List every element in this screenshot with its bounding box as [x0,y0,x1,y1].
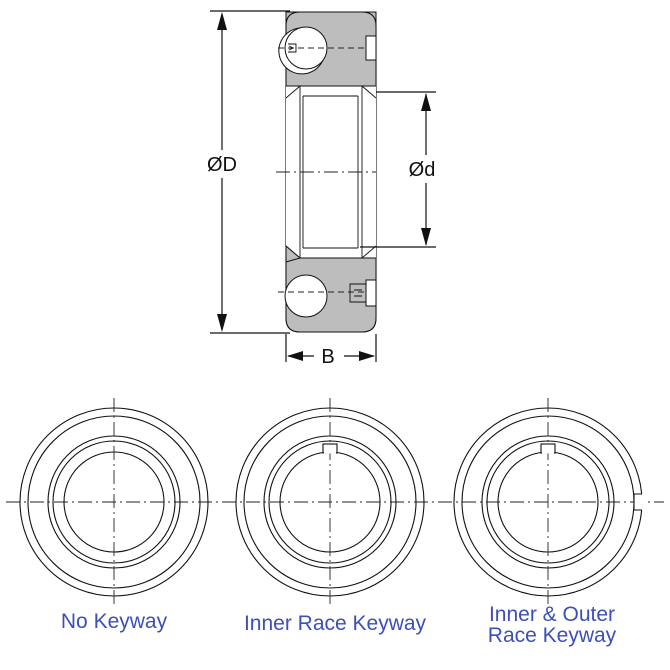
keyway-top [365,35,377,61]
id-arrow-bottom [421,228,431,246]
b-label: B [321,346,334,368]
spring-top-detail [288,45,295,51]
caption-no-keyway: No Keyway [61,610,168,633]
caption-inner-race-keyway: Inner Race Keyway [244,612,427,635]
chamfer-tr [361,85,377,99]
chamfer-br [361,245,377,259]
keyway-bottom [365,279,377,307]
chamfer-tl [285,85,301,99]
caption-inner-outer-keyway-line2: Race Keyway [488,624,617,647]
section-view: ØD Ød B [200,10,448,369]
caption-inner-outer-keyway-line1: Inner & Outer [489,603,615,626]
od-label-bg [200,150,244,178]
spring-bottom-detail [354,289,362,297]
roller-bottom-circle [284,274,328,318]
end-view-3-outer-keyway [633,493,642,511]
od-label: ØD [207,154,237,176]
b-label-bg [314,343,344,369]
spring-top [288,43,297,53]
end-views [6,398,664,606]
id-label: Ød [409,159,436,181]
inner-race-wedge-bottom [285,244,302,263]
od-arrow-top [217,12,227,30]
b-arrow-right [359,351,375,361]
b-arrow-left [287,351,303,361]
roller-top-circle [284,26,328,70]
od-arrow-bottom [217,314,227,332]
id-arrow-top [421,93,431,111]
id-label-bg [402,155,448,183]
end-view-3-outer-keyway-gap [634,494,644,510]
